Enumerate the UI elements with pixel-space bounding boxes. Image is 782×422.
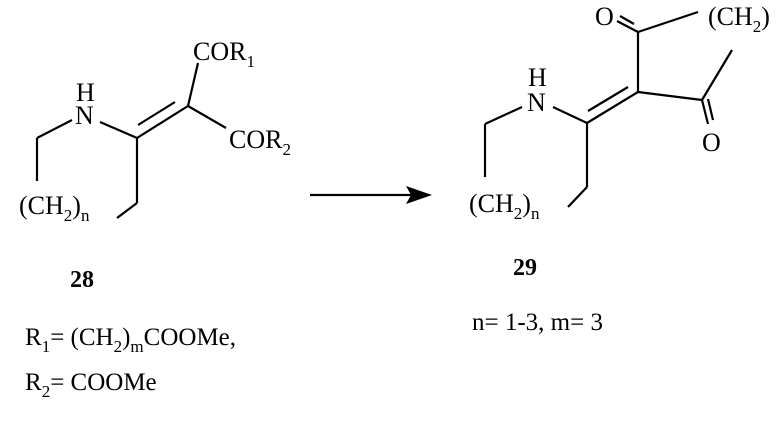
reaction-arrow (310, 186, 432, 204)
arrow-head-icon (406, 186, 432, 204)
product-o-bottom: O (702, 128, 721, 157)
product-bonds (483, 10, 733, 208)
bond-c3-c2-inner (137, 101, 176, 126)
reactant-cor1: COR1 (193, 37, 255, 71)
reactant-structure-28: H N COR1 COR2 (CH2)n 28 R1= (CH2)mCOOMe,… (19, 37, 291, 401)
bond-carbonyl-right-chain (701, 49, 733, 101)
reactant-ch2n: (CH2)n (19, 191, 90, 225)
bond-co-top-outer (616, 20, 639, 33)
bond-carbonyl-top-chain (637, 10, 699, 34)
bond-co-top-inner (619, 15, 635, 25)
product-nh-n: N (527, 88, 546, 117)
bond-n-ch2 (36, 119, 73, 139)
bond-co-right-inner (706, 98, 715, 121)
bond-co-right-outer (700, 99, 710, 125)
r2-definition: R2= COOMe (25, 369, 157, 401)
reactant-nh-n: N (75, 101, 94, 130)
product-structure-29: H N O O (CH2) (CH2)n 29 n= 1-3, m= 3 (469, 2, 770, 336)
bond-ring-close (116, 202, 138, 219)
reactant-nh-h: H (76, 78, 95, 107)
product-conditions: n= 1-3, m= 3 (472, 309, 603, 336)
reactant-bonds (35, 62, 227, 219)
bond-c3-c2-outer (586, 91, 639, 124)
compound-label-29: 29 (513, 255, 537, 281)
product-ch2n: (CH2)n (469, 189, 540, 223)
bond-c3-c2-inner (587, 86, 629, 112)
bond-n-ch2 (484, 106, 523, 125)
bond-n-c3 (99, 120, 138, 140)
product-ch2-chain: (CH2) (708, 2, 770, 36)
bond-c2-carbonyl-right (637, 90, 703, 102)
bond-ring-close (567, 186, 588, 208)
bond-n-c3 (552, 106, 588, 124)
product-o-top: O (595, 2, 614, 31)
reactant-cor2: COR2 (229, 125, 291, 159)
bond-c3-c2-outer (136, 105, 189, 139)
bond-c2-cor2 (187, 105, 227, 129)
compound-label-28: 28 (70, 267, 94, 293)
r1-definition: R1= (CH2)mCOOMe, (25, 324, 236, 356)
bond-c2-cor1 (186, 62, 200, 107)
product-nh-h: H (528, 63, 547, 92)
